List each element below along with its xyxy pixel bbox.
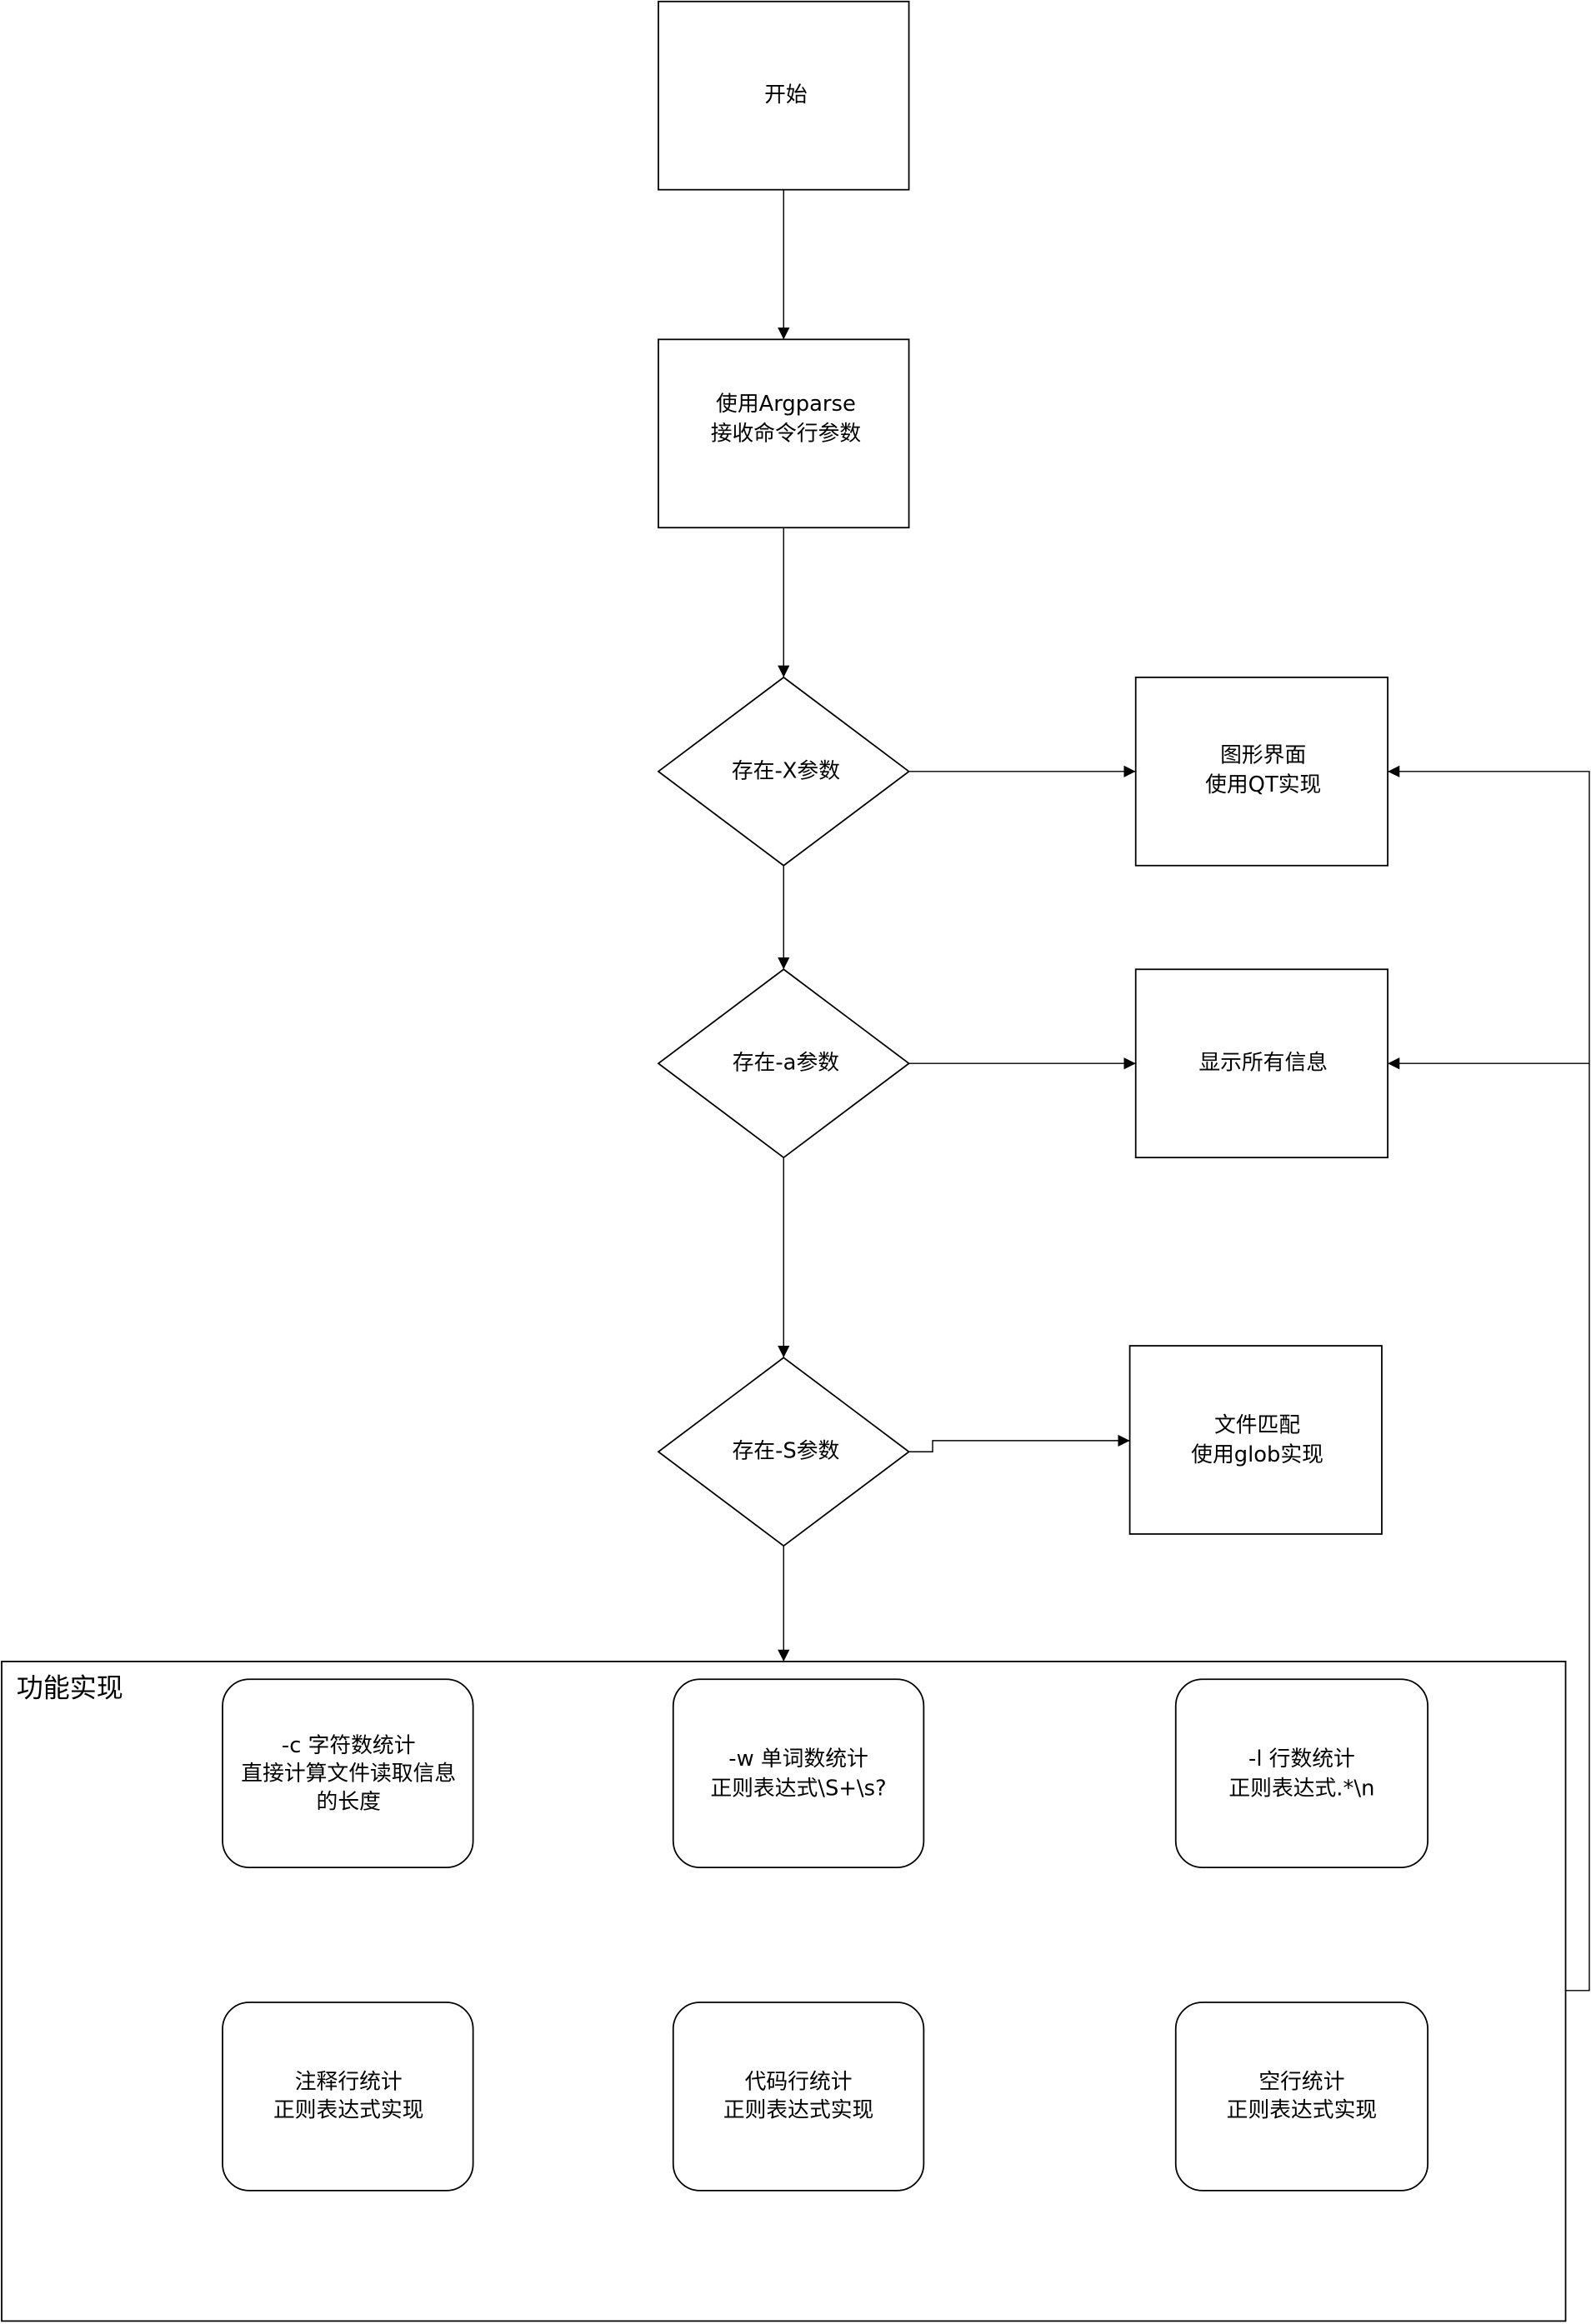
- feature-word-count-line2: 正则表达式\S+\s?: [710, 1776, 886, 1801]
- edge-decision-s-to-glob: [908, 1434, 1130, 1452]
- decision-s-node: 存在-S参数: [657, 1357, 911, 1547]
- feature-code-lines-line2: 正则表达式实现: [723, 2097, 873, 2122]
- show-all-node: 显示所有信息: [1134, 968, 1388, 1159]
- parse-args-label-line2: 接收命令行参数: [711, 422, 862, 447]
- start-label: 开始: [764, 82, 808, 107]
- feature-char-count-line3: 的长度: [317, 1789, 381, 1814]
- decision-x-label: 存在-X参数: [732, 758, 840, 783]
- show-all-label: 显示所有信息: [1198, 1051, 1328, 1076]
- feature-char-count-line1: -c 字符数统计: [282, 1733, 416, 1758]
- gui-node: 图形界面 使用QT实现: [1134, 676, 1388, 867]
- glob-label-line2: 使用glob实现: [1191, 1442, 1323, 1467]
- feature-blank-lines-line2: 正则表达式实现: [1227, 2097, 1377, 2122]
- decision-a-label: 存在-a参数: [733, 1051, 839, 1076]
- feature-blank-lines: 空行统计 正则表达式实现: [1174, 2002, 1429, 2192]
- feature-char-count-line2: 直接计算文件读取信息: [241, 1762, 456, 1787]
- glob-label-line1: 文件匹配: [1214, 1413, 1300, 1438]
- gui-label-line2: 使用QT实现: [1205, 772, 1321, 797]
- decision-x-node: 存在-X参数: [657, 676, 911, 867]
- feature-line-count-line1: -l 行数统计: [1248, 1747, 1355, 1772]
- glob-node: 文件匹配 使用glob实现: [1128, 1345, 1383, 1535]
- gui-label-line1: 图形界面: [1220, 743, 1306, 768]
- feature-line-count: -l 行数统计 正则表达式.*\n: [1174, 1678, 1429, 1869]
- feature-comment-lines: 注释行统计 正则表达式实现: [222, 2002, 474, 2192]
- feature-blank-lines-line1: 空行统计: [1258, 2070, 1344, 2095]
- feature-line-count-line2: 正则表达式.*\n: [1228, 1776, 1374, 1801]
- parse-args-label-line1: 使用Argparse: [716, 392, 856, 417]
- feature-container-title: 功能实现: [17, 1672, 123, 1704]
- start-node: 开始: [658, 0, 910, 191]
- feature-comment-lines-line2: 正则表达式实现: [273, 2097, 423, 2122]
- edge-container-to-gui: [1388, 765, 1590, 1992]
- feature-code-lines: 代码行统计 正则表达式实现: [672, 2002, 925, 2192]
- decision-a-node: 存在-a参数: [657, 968, 911, 1159]
- feature-word-count-line1: -w 单词数统计: [728, 1747, 868, 1772]
- feature-char-count: -c 字符数统计 直接计算文件读取信息 的长度: [222, 1678, 474, 1869]
- feature-code-lines-line1: 代码行统计: [745, 2070, 853, 2095]
- feature-comment-lines-line1: 注释行统计: [295, 2070, 403, 2095]
- feature-word-count: -w 单词数统计 正则表达式\S+\s?: [672, 1678, 925, 1869]
- decision-s-label: 存在-S参数: [733, 1439, 840, 1464]
- parse-args-node: 使用Argparse 接收命令行参数: [658, 338, 910, 529]
